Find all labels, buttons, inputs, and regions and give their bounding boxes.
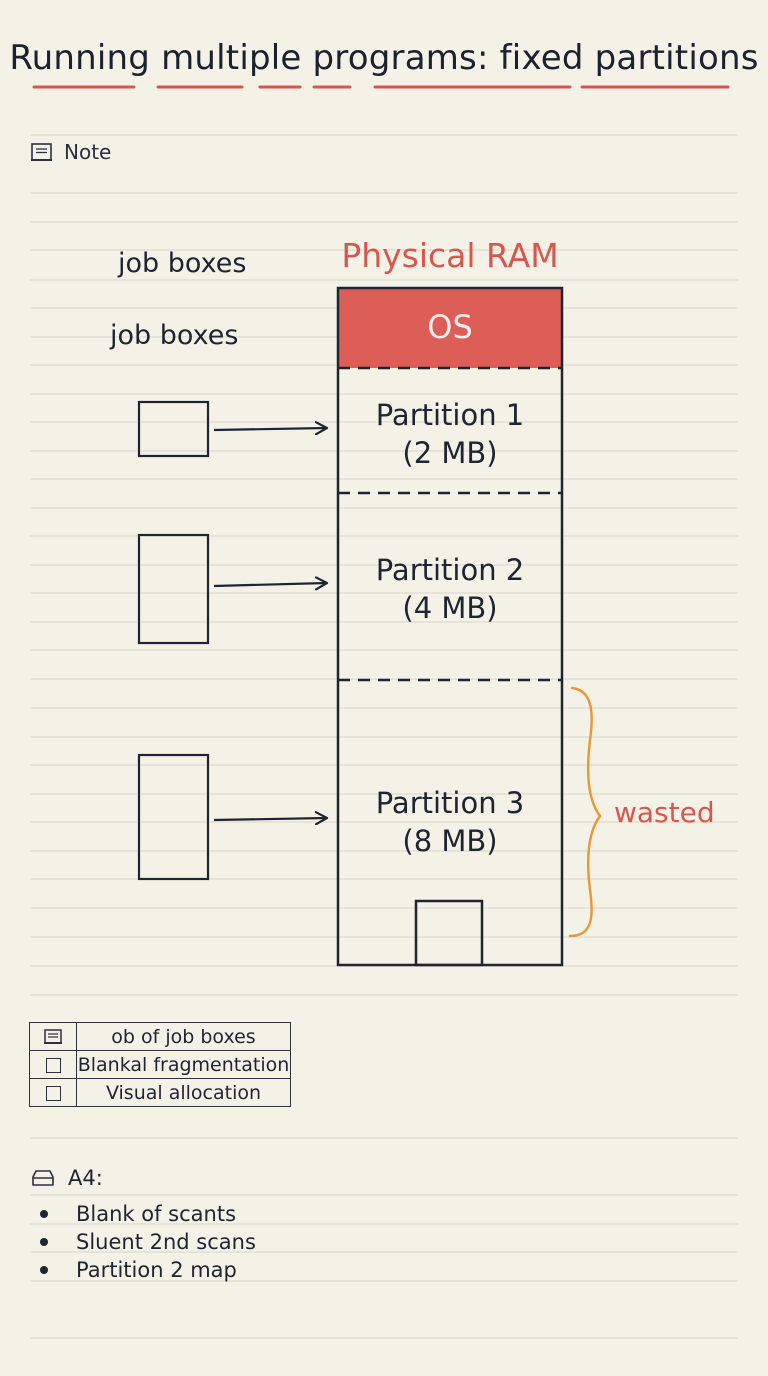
notepad-icon: [44, 1029, 62, 1044]
partition-1-name: Partition 1: [375, 398, 525, 432]
legend-table: ob of job boxes Blankal fragmentation Vi…: [29, 1022, 291, 1107]
allocated-job-block: [414, 899, 484, 967]
list-item: Sluent 2nd scans: [40, 1228, 256, 1256]
partition-1-size: (2 MB): [402, 436, 498, 470]
page-title: Running multiple programs: fixed partiti…: [9, 38, 759, 78]
ram-title: Physical RAM: [341, 236, 559, 275]
legend-row: ob of job boxes: [29, 1022, 291, 1051]
partition-1-label: Partition 1 (2 MB): [338, 396, 562, 472]
list-item: Partition 2 map: [40, 1256, 256, 1284]
note-row: Note: [30, 140, 111, 164]
a4-section-header: A4:: [30, 1166, 103, 1190]
job-label-2: job boxes: [110, 320, 239, 351]
legend-row: Blankal fragmentation: [29, 1050, 291, 1079]
legend-row-2-text: Blankal fragmentation: [76, 1050, 291, 1079]
arrow-2: [213, 583, 327, 586]
partition-2-label: Partition 2 (4 MB): [338, 551, 562, 627]
tray-icon: [32, 1170, 54, 1186]
job-box-2: [137, 533, 210, 645]
job-box-3: [137, 753, 210, 881]
job-label-1: job boxes: [118, 248, 247, 279]
job-box-1: [137, 400, 210, 458]
arrow-3: [213, 818, 327, 820]
arrow-1: [213, 428, 327, 430]
a4-label: A4:: [68, 1166, 103, 1190]
partition-3-name: Partition 3: [375, 786, 525, 820]
bullet-dot: [40, 1210, 48, 1218]
legend-row: Visual allocation: [29, 1078, 291, 1107]
a4-bullet-list: Blank of scants Sluent 2nd scans Partiti…: [40, 1200, 256, 1284]
checkbox-icon[interactable]: [45, 1085, 61, 1101]
wasted-label: wasted: [614, 796, 715, 829]
notepad-icon: [31, 143, 52, 161]
title-underline: [32, 85, 730, 89]
note-label: Note: [64, 140, 112, 164]
bullet-dot: [40, 1266, 48, 1274]
wasted-brace: [568, 686, 602, 938]
checkbox-icon[interactable]: [45, 1057, 61, 1073]
bullet-dot: [40, 1238, 48, 1246]
list-item: Blank of scants: [40, 1200, 256, 1228]
os-block: [338, 288, 562, 368]
legend-row-3-text: Visual allocation: [76, 1078, 291, 1107]
os-label: OS: [427, 308, 473, 346]
partition-2-name: Partition 2: [375, 553, 525, 587]
legend-row-1-text: ob of job boxes: [76, 1022, 291, 1051]
partition-3-size: (8 MB): [402, 824, 498, 858]
partition-3-label: Partition 3 (8 MB): [338, 784, 562, 860]
partition-2-size: (4 MB): [402, 591, 498, 625]
